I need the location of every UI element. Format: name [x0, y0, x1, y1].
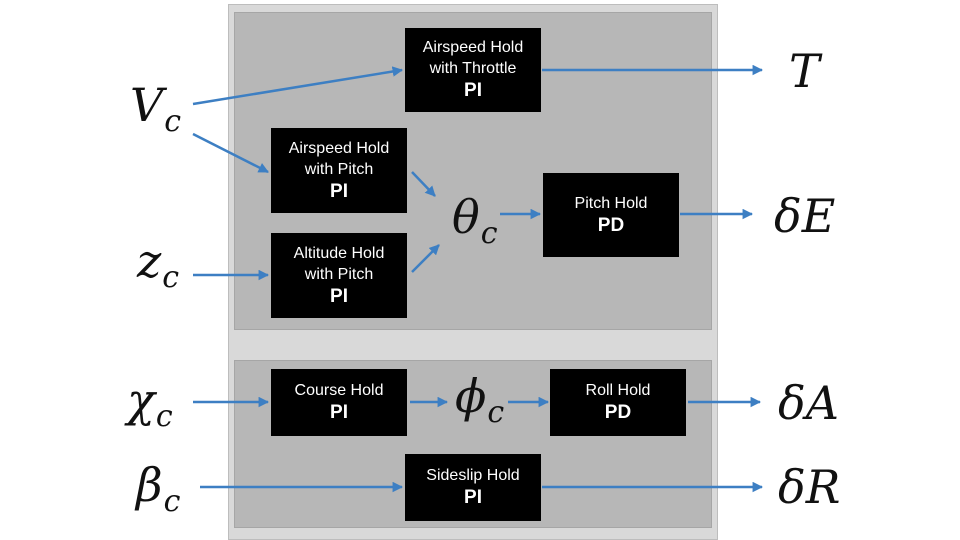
symbol-subscript: c: [480, 216, 498, 251]
controller-type: PI: [330, 285, 348, 307]
symbol-subscript: c: [162, 260, 180, 295]
block-label-line: with Throttle: [429, 60, 517, 77]
signal-z-c: zc: [137, 238, 179, 293]
symbol-base: A: [805, 376, 839, 430]
symbol-prefix: δ: [778, 376, 806, 430]
block-label-line: with Pitch: [304, 265, 374, 283]
symbol-base: ϕ: [455, 369, 487, 423]
arrow-vc-to-airspeed-pitch: [192, 132, 269, 174]
symbol-subscript: c: [487, 395, 505, 430]
symbol-prefix: δ: [778, 460, 806, 514]
symbol-subscript: c: [155, 399, 173, 434]
block-label-line: with Pitch: [304, 160, 374, 178]
controller-type: PI: [330, 180, 348, 202]
signal-t: T: [789, 48, 820, 94]
symbol-base: T: [789, 44, 820, 98]
arrow-vc-to-airspeed-throttle: [192, 66, 404, 106]
controller-type: PD: [597, 214, 625, 236]
controller-type: PI: [330, 402, 348, 423]
symbol-base: θ: [452, 190, 480, 244]
block-label-line: Airspeed Hold: [422, 39, 524, 56]
symbol-subscript: c: [163, 484, 181, 519]
controller-type: PI: [464, 80, 482, 101]
block-label-line: Sideslip Hold: [426, 467, 520, 484]
block-label-line: Pitch Hold: [574, 194, 648, 212]
altitude-hold-pitch-block: Altitude Hold with Pitch PI: [271, 233, 407, 318]
airspeed-hold-pitch-block: Airspeed Hold with Pitch PI: [271, 128, 407, 213]
signal-chi-c: χc: [127, 377, 173, 432]
controller-type: PI: [464, 487, 482, 508]
signal-phi-c: ϕc: [455, 373, 504, 428]
sideslip-hold-block: Sideslip Hold PI: [405, 454, 541, 521]
block-label-line: Course Hold: [294, 382, 384, 399]
block-label-line: Airspeed Hold: [288, 139, 390, 157]
symbol-prefix: δ: [774, 189, 802, 243]
signal-beta-c: βc: [136, 462, 180, 517]
controller-type: PD: [604, 402, 632, 423]
symbol-base: χ: [127, 373, 155, 427]
signal-theta-c: θc: [452, 194, 498, 249]
symbol-base: R: [805, 460, 841, 514]
symbol-subscript: c: [164, 104, 182, 139]
signal-delta-e: δE: [774, 193, 835, 239]
course-hold-block: Course Hold PI: [271, 369, 407, 436]
block-label-line: Roll Hold: [585, 382, 651, 399]
symbol-base: z: [137, 234, 162, 288]
arrow-altitude-pitch-to-theta: [411, 244, 440, 273]
airspeed-hold-throttle-block: Airspeed Hold with Throttle PI: [405, 28, 541, 112]
symbol-base: V: [130, 78, 164, 132]
signal-v-c: Vc: [130, 82, 181, 137]
block-label-line: Altitude Hold: [293, 244, 385, 262]
pitch-hold-block: Pitch Hold PD: [543, 173, 679, 257]
symbol-base: β: [136, 458, 163, 512]
roll-hold-block: Roll Hold PD: [550, 369, 686, 436]
signal-delta-a: δA: [778, 380, 839, 426]
signal-delta-r: δR: [778, 464, 840, 510]
arrow-airspeed-pitch-to-theta: [411, 171, 436, 197]
symbol-base: E: [801, 189, 836, 243]
